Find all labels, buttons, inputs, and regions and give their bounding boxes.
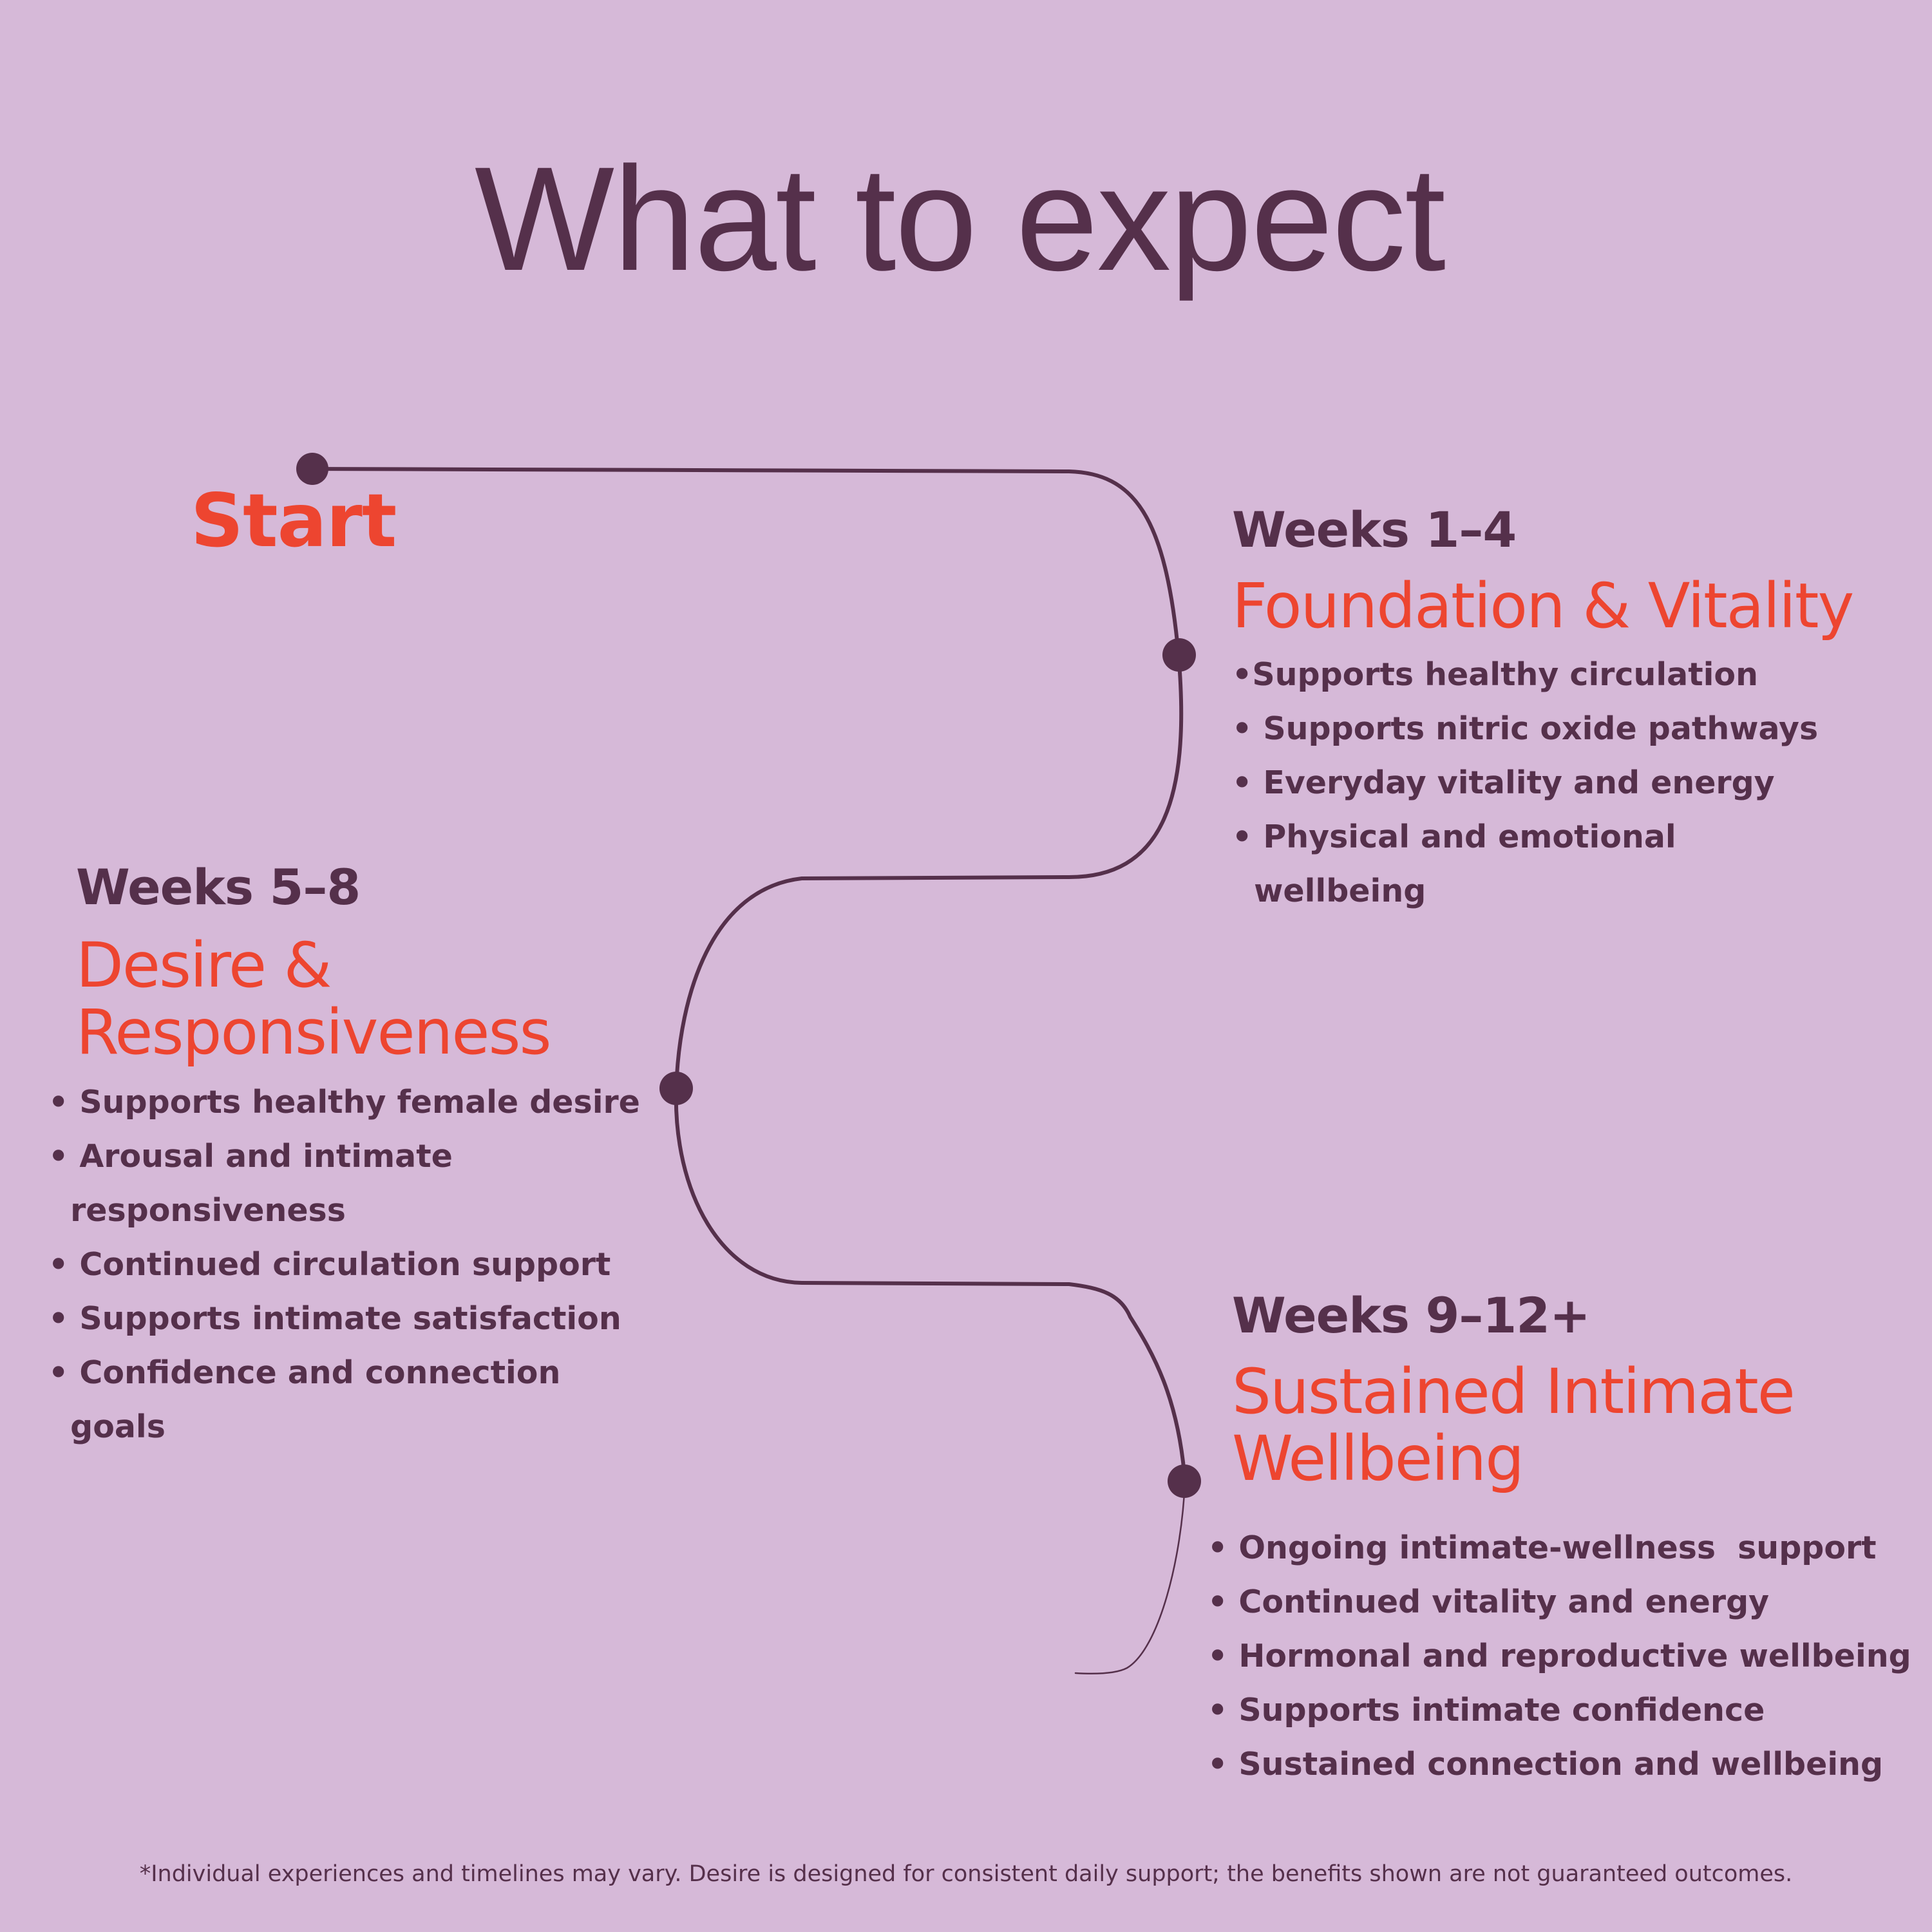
list-item: • Continued vitality and energy bbox=[1208, 1584, 1770, 1620]
list-item: • Arousal and intimate bbox=[48, 1138, 453, 1175]
stage-2-title: Desire & Responsiveness bbox=[76, 929, 551, 1068]
list-item: goals bbox=[48, 1408, 166, 1445]
list-item: responsiveness bbox=[48, 1192, 346, 1229]
timeline-node-start bbox=[296, 453, 328, 485]
timeline-tail bbox=[1074, 1480, 1186, 1674]
stage-1-points: •Supports healthy circulation • Supports… bbox=[1232, 648, 1818, 918]
list-item: • Supports nitric oxide pathways bbox=[1232, 710, 1819, 747]
list-item: • Continued circulation support bbox=[48, 1246, 611, 1283]
list-item: •Supports healthy circulation bbox=[1232, 656, 1758, 693]
stage-1-weeks: Weeks 1–4 bbox=[1232, 501, 1517, 558]
stage-3-title-line: Sustained Intimate bbox=[1232, 1356, 1795, 1428]
stage-1-title-line: Foundation & Vitality bbox=[1232, 570, 1854, 642]
list-item: • Sustained connection and wellbeing bbox=[1208, 1746, 1884, 1783]
list-item: wellbeing bbox=[1232, 873, 1426, 909]
stage-3-title: Sustained Intimate Wellbeing bbox=[1232, 1356, 1795, 1495]
stage-2-weeks: Weeks 5–8 bbox=[76, 858, 361, 916]
list-item: • Supports intimate satisfaction bbox=[48, 1300, 621, 1337]
list-item: • Ongoing intimate-wellness support bbox=[1208, 1530, 1877, 1566]
list-item: • Everyday vitality and energy bbox=[1232, 764, 1775, 801]
list-item: • Hormonal and reproductive wellbeing bbox=[1208, 1638, 1911, 1674]
stage-3-title-line: Wellbeing bbox=[1232, 1422, 1524, 1495]
list-item: • Physical and emotional bbox=[1232, 819, 1676, 855]
stage-2-points: • Supports healthy female desire • Arous… bbox=[48, 1075, 640, 1454]
page-title: What to expect bbox=[474, 136, 1446, 301]
stage-2-title-line: Desire & bbox=[76, 929, 332, 1001]
stage-3-weeks: Weeks 9–12+ bbox=[1232, 1287, 1591, 1344]
list-item: • Supports intimate confidence bbox=[1208, 1692, 1765, 1728]
list-item: • Supports healthy female desire bbox=[48, 1084, 640, 1121]
stage-2-title-line: Responsiveness bbox=[76, 996, 551, 1068]
timeline-node-weeks-5-8 bbox=[659, 1072, 693, 1105]
timeline-node-weeks-1-4 bbox=[1162, 638, 1196, 672]
footnote: *Individual experiences and timelines ma… bbox=[139, 1861, 1793, 1887]
list-item: • Confidence and connection bbox=[48, 1354, 561, 1391]
start-label: Start bbox=[191, 478, 397, 564]
stage-3-points: • Ongoing intimate-wellness support • Co… bbox=[1208, 1521, 1911, 1792]
stage-1-title: Foundation & Vitality bbox=[1232, 570, 1854, 642]
timeline-node-weeks-9-12 bbox=[1168, 1464, 1201, 1498]
